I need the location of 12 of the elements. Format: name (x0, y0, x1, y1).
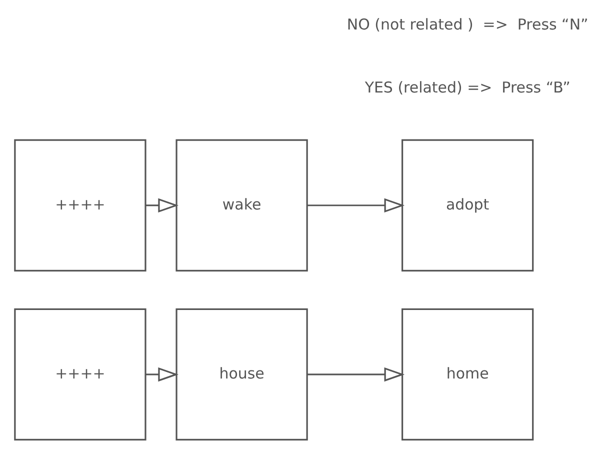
node-box: ++++ (14, 138, 146, 271)
node-box: house (175, 308, 308, 440)
node-box: wake (175, 138, 308, 271)
arrow (306, 198, 404, 212)
node-box: adopt (401, 138, 534, 271)
node-box: ++++ (14, 308, 146, 440)
arrow (145, 198, 178, 212)
label: NO (not related ) => Press “N” (346, 15, 588, 34)
node-box: home (401, 308, 534, 440)
arrow (306, 366, 404, 382)
label: YES (related) => Press “B” (364, 78, 570, 96)
arrow (145, 366, 178, 382)
